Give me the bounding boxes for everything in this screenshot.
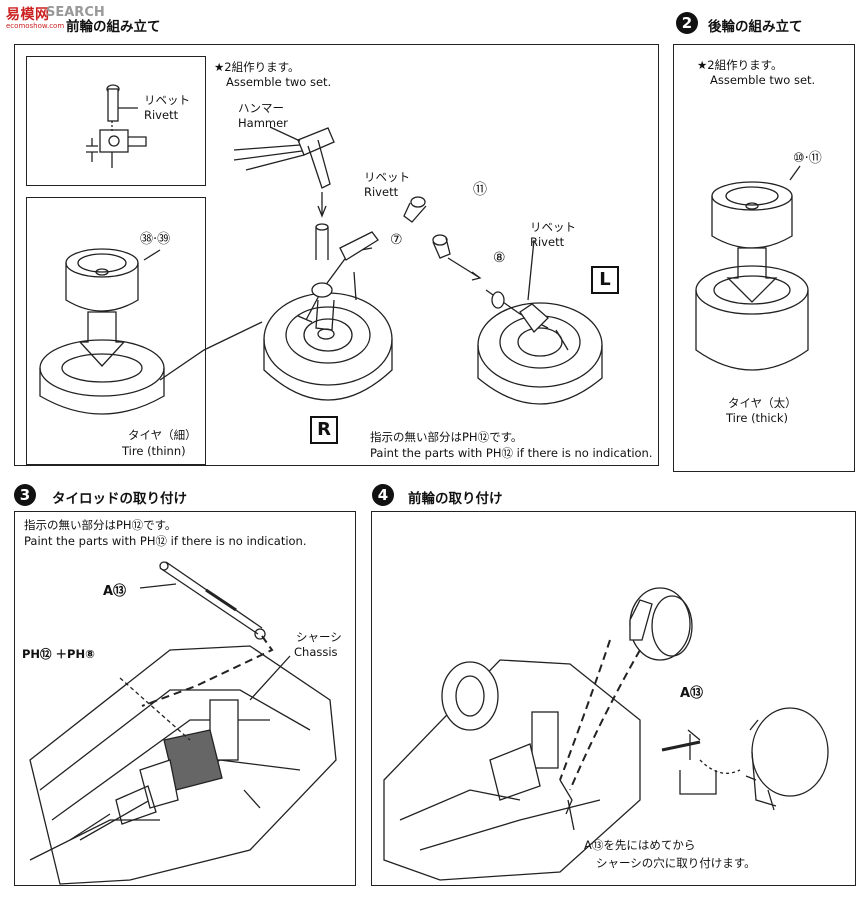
rivet3-label-jp: リベット bbox=[530, 220, 576, 234]
step4-chassis-illustration bbox=[383, 587, 829, 881]
step2-note-en: Assemble two set. bbox=[710, 73, 816, 87]
step2-number: 2 bbox=[676, 12, 698, 34]
wheel-part-label: ㊳·㊴ bbox=[140, 232, 171, 247]
step3-paint-en: Paint the parts with PH⑫ if there is no … bbox=[24, 534, 307, 548]
chassis-label-en: Chassis bbox=[294, 645, 338, 659]
step3-paint-jp: 指示の無い部分はPH⑫です。 bbox=[24, 518, 177, 532]
step1-note-en: Assemble two set. bbox=[226, 75, 332, 89]
watermark-search: SEARCH bbox=[46, 5, 105, 20]
step1-paint-jp: 指示の無い部分はPH⑫です。 bbox=[370, 430, 523, 444]
tire-thin-en: Tire (thinn) bbox=[122, 444, 186, 458]
rivet3-label-en: Rivett bbox=[530, 235, 565, 249]
tire-thick-jp: タイヤ（太） bbox=[728, 396, 797, 410]
watermark-url: ecomoshow.com bbox=[6, 22, 65, 30]
tie-rod-illustration bbox=[139, 561, 274, 707]
step1-paint-en: Paint the parts with PH⑫ if there is no … bbox=[370, 446, 653, 460]
chassis-label-jp: シャーシ bbox=[296, 630, 342, 644]
left-wheel-illustration bbox=[477, 239, 603, 405]
step3-panel bbox=[14, 511, 356, 886]
part-8-label: ⑧ bbox=[493, 250, 506, 266]
step4-note1: A⑬を先にはめてから bbox=[584, 838, 696, 852]
rivet-detail-illustration bbox=[86, 84, 147, 168]
step2-title: 後輪の組み立て bbox=[708, 19, 803, 35]
hammer-illustration bbox=[233, 126, 335, 218]
right-side-label: R bbox=[310, 416, 338, 444]
step3-title: タイロッドの取り付け bbox=[52, 491, 187, 507]
step4-note2: シャーシの穴に取り付けます。 bbox=[596, 856, 756, 870]
step2-part-label: ⑩·⑪ bbox=[793, 151, 822, 166]
hammer-label-jp: ハンマー bbox=[238, 101, 284, 115]
rivet-label-jp: リベット bbox=[144, 93, 190, 107]
rivet2-label-jp: リベット bbox=[364, 170, 410, 184]
hammer-label-en: Hammer bbox=[238, 116, 288, 130]
step2-note-jp: ★2組作ります。 bbox=[697, 58, 783, 72]
thin-wheel-illustration bbox=[39, 248, 263, 415]
rivet-label-en: Rivett bbox=[144, 108, 179, 122]
part-11-label: ⑪ bbox=[473, 182, 487, 198]
step3-chassis-illustration bbox=[29, 645, 337, 885]
step4-number: 4 bbox=[372, 484, 394, 506]
rivet2-label-en: Rivett bbox=[364, 185, 399, 199]
step3-paint-mix: PH⑫ ＋PH⑧ bbox=[22, 647, 95, 661]
step1-title: 前輪の組み立て bbox=[66, 19, 161, 35]
step3-part-a13: A⑬ bbox=[103, 584, 127, 599]
step4-part-a13: A⑬ bbox=[680, 686, 704, 701]
thick-wheel-illustration bbox=[695, 165, 809, 371]
part-7-label: ⑦ bbox=[390, 232, 403, 248]
tire-thick-en: Tire (thick) bbox=[726, 411, 789, 425]
step1-note-jp: ★2組作ります。 bbox=[214, 60, 300, 74]
left-side-label: L bbox=[591, 266, 619, 294]
step3-number: 3 bbox=[14, 484, 36, 506]
tire-thin-jp: タイヤ（細） bbox=[128, 428, 197, 442]
right-wheel-illustration bbox=[263, 231, 393, 401]
watermark-logo: 易模网 bbox=[6, 7, 50, 23]
step4-title: 前輪の取り付け bbox=[408, 491, 503, 507]
